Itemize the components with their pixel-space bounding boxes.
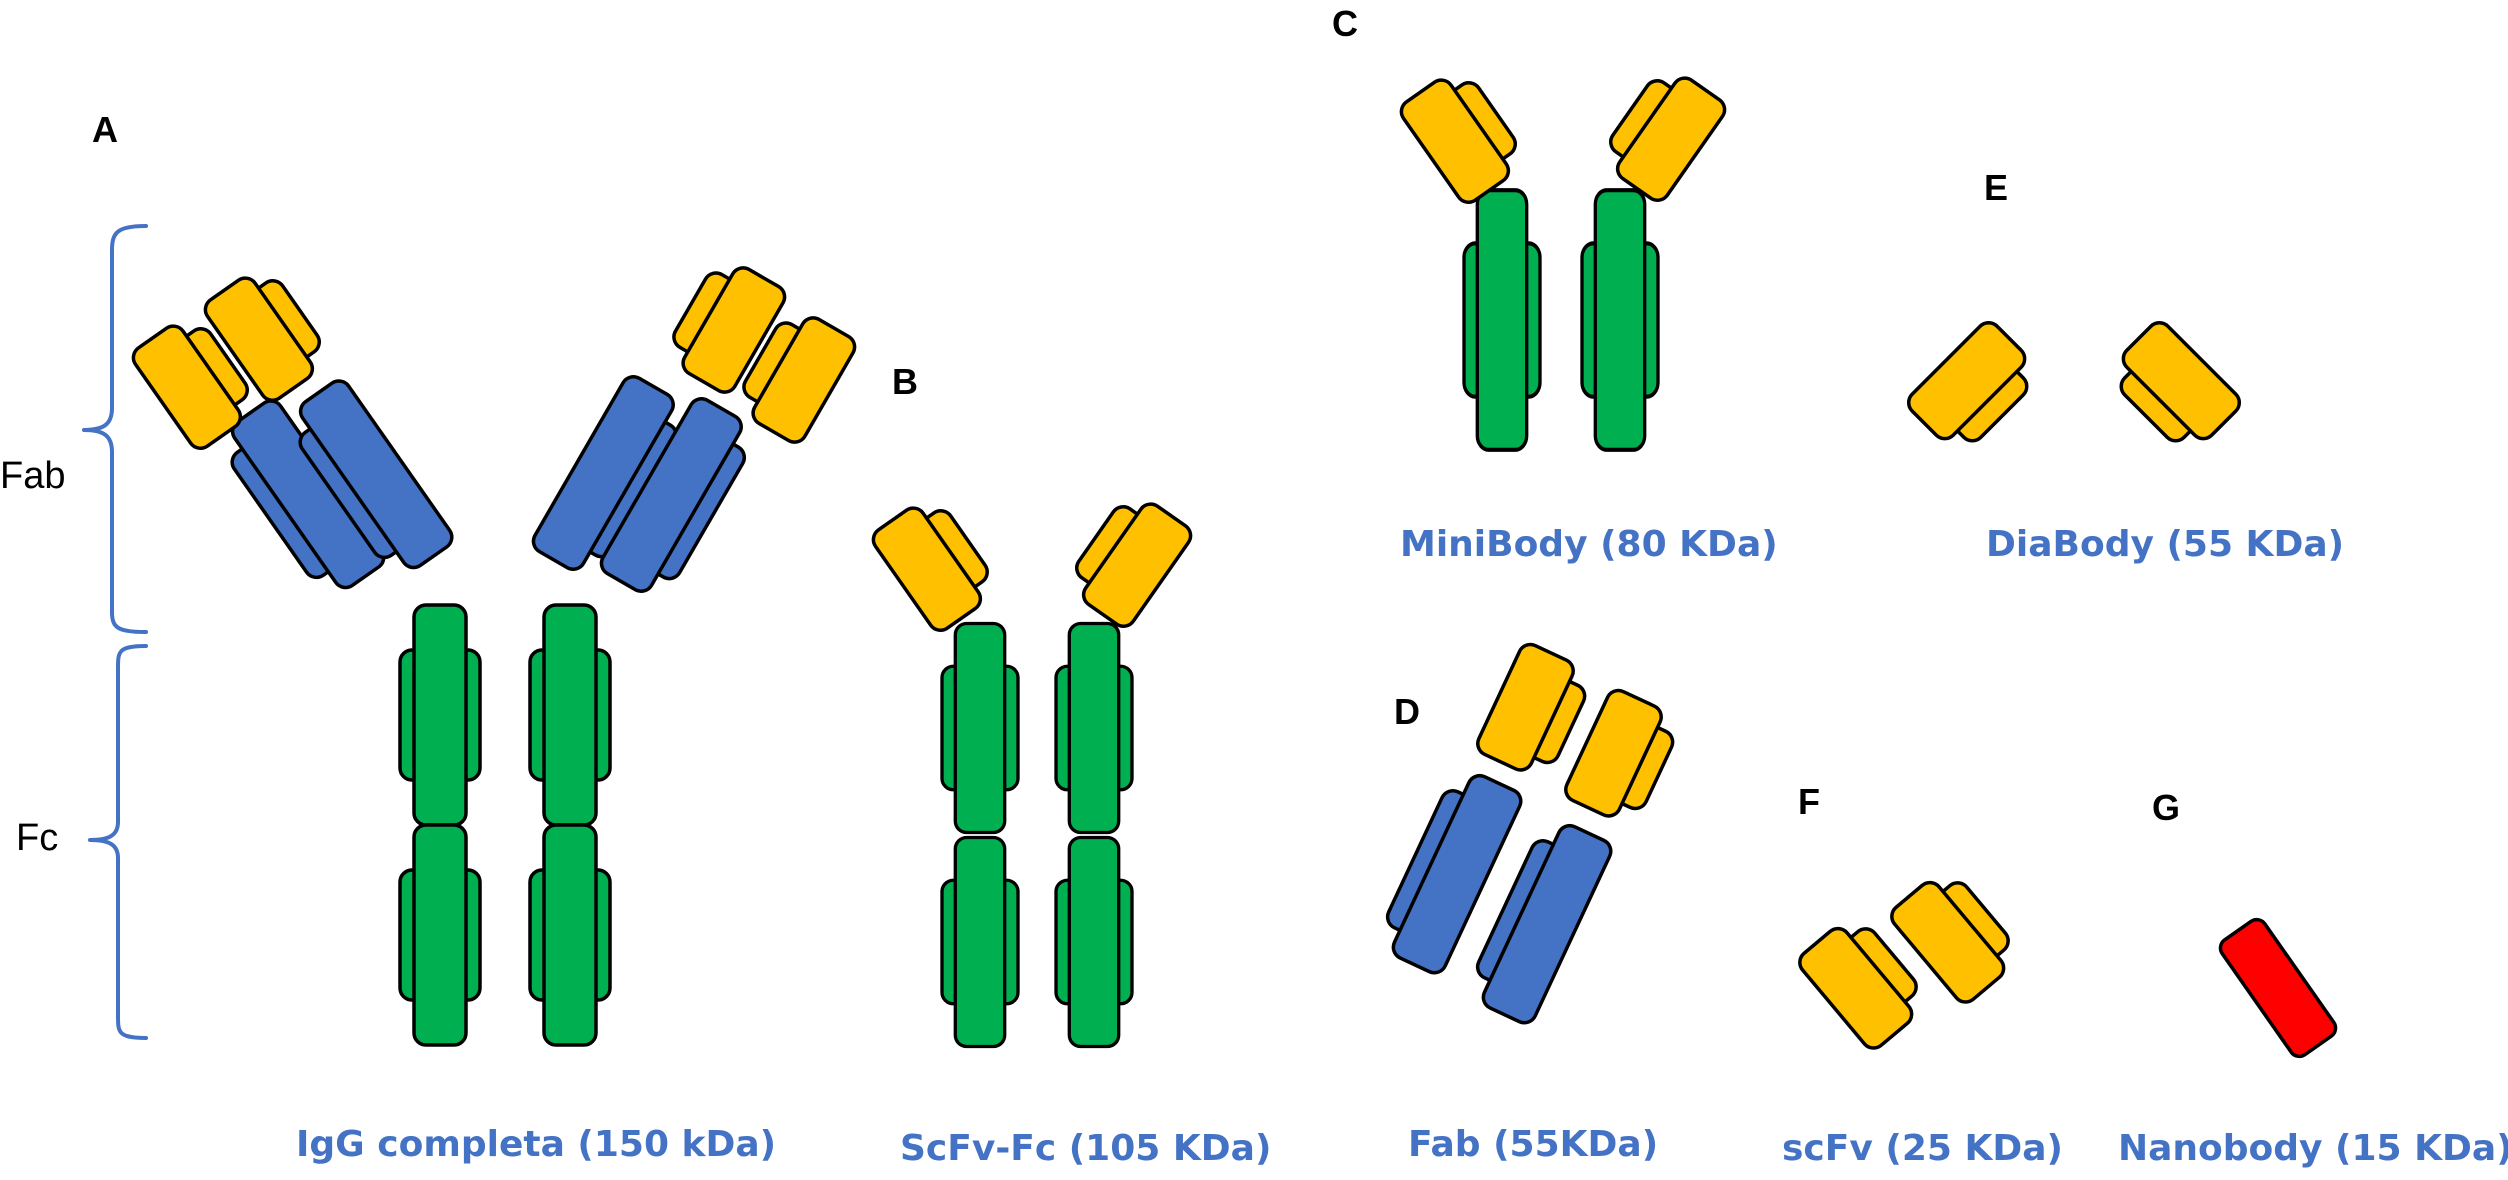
panel-f-letter: F xyxy=(1798,781,1820,822)
panel-g-nanobody: G Nanobody (15 KDa) xyxy=(2118,787,2508,1169)
panel-a-letter: A xyxy=(92,109,118,150)
scfvfc-variable-left xyxy=(866,489,1005,637)
scfvfc-ch3-left xyxy=(940,835,1020,1049)
panel-e-diabody: E DiaBody (55 KDa) xyxy=(1902,167,2344,565)
scfvfc-ch2-right xyxy=(1054,621,1134,835)
igg-ch2-right xyxy=(528,603,612,827)
fc-region-label: Fc xyxy=(16,817,58,859)
minibody-ch3-left xyxy=(1464,190,1540,450)
minibody-ch3-right xyxy=(1582,190,1658,450)
diabody-domain-left xyxy=(1902,316,2047,461)
fab-bracket xyxy=(82,224,148,634)
igg-ch2-left xyxy=(398,603,482,827)
panel-d-caption: Fab (55KDa) xyxy=(1408,1124,1658,1165)
igg-ch3-right xyxy=(528,823,612,1047)
panel-c-caption: MiniBody (80 KDa) xyxy=(1400,524,1778,565)
panel-b-scfv-fc: B ScFv-Fc (105 KDa) xyxy=(866,361,1271,1169)
fc-bracket xyxy=(88,644,148,1040)
igg-ch3-left xyxy=(398,823,482,1047)
panel-f-caption: scFv (25 KDa) xyxy=(1782,1128,2063,1169)
panel-c-letter: C xyxy=(1332,3,1358,44)
panel-a-caption: IgG completa (150 kDa) xyxy=(296,1124,776,1165)
panel-d-letter: D xyxy=(1394,691,1420,732)
diabody-domain-right xyxy=(2101,316,2246,461)
minibody-variable-right xyxy=(1593,59,1732,207)
minibody-variable-left xyxy=(1394,61,1533,209)
scfvfc-variable-right xyxy=(1059,485,1198,633)
panel-e-caption: DiaBody (55 KDa) xyxy=(1986,524,2344,565)
panel-c-minibody: C MiniBody (80 KDa) xyxy=(1332,3,1778,565)
panel-g-letter: G xyxy=(2152,787,2180,828)
fab-region-label: Fab xyxy=(0,455,65,497)
nanobody-domain xyxy=(2218,917,2338,1059)
panel-b-letter: B xyxy=(892,361,918,402)
panel-a-igg: A Fab Fc IgG completa (150 kDa) xyxy=(0,109,861,1165)
panel-d-fab: D Fab (55KDa) xyxy=(1371,638,1686,1165)
panel-f-scfv: F scFv (25 KDa) xyxy=(1782,781,2063,1169)
panel-b-caption: ScFv-Fc (105 KDa) xyxy=(900,1128,1271,1169)
scfvfc-ch2-left xyxy=(940,621,1020,835)
panel-g-caption: Nanobody (15 KDa) xyxy=(2118,1128,2508,1169)
scfvfc-ch3-right xyxy=(1054,835,1134,1049)
panel-e-letter: E xyxy=(1984,167,2008,208)
